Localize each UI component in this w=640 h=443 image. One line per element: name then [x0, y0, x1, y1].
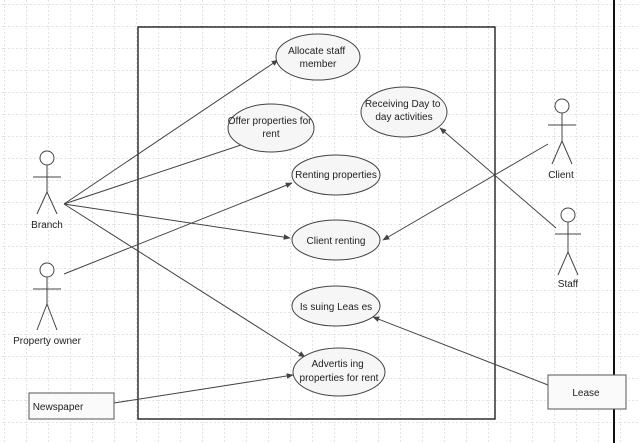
use-case-label: properties for rent — [300, 373, 379, 384]
use-case-label: Renting properties — [295, 170, 377, 181]
assoc-lease-issuing — [372, 316, 549, 386]
associations — [63, 59, 557, 404]
use-case-label: rent — [262, 129, 279, 140]
use-case-allocate-staff: Allocate staff member — [275, 33, 361, 81]
use-case-offer-properties: Offer properties for rent — [227, 103, 315, 153]
use-case-client-renting: Client renting — [291, 219, 381, 261]
actor-branch: Branch — [31, 150, 63, 231]
actor-head — [39, 150, 55, 166]
svg-text:Renting properties: Renting properties — [295, 170, 377, 181]
assoc-branch-offer — [63, 140, 254, 205]
actor-head — [560, 207, 576, 223]
use-case-label: Client renting — [307, 236, 366, 247]
box-lease: Lease — [547, 374, 627, 410]
use-case-label: member — [300, 59, 337, 70]
actor-client: Client — [548, 98, 576, 181]
svg-text:Is suing Leas es: Is suing Leas es — [300, 302, 372, 313]
svg-text:Receiving Day to day act: Receiving Day to day activities — [365, 99, 443, 123]
actor-label: Branch — [31, 220, 63, 231]
assoc-newspaper-advertising — [113, 373, 294, 404]
use-case-issuing-leases: Is suing Leas es — [291, 285, 381, 327]
assoc-branch-advertising — [63, 203, 306, 358]
assoc-staff-receiving — [439, 127, 557, 229]
actor-label: Staff — [558, 279, 579, 290]
actor-label: Property owner — [13, 336, 81, 347]
use-case-label: Receiving Day to — [365, 99, 441, 110]
assoc-client-client-renting — [382, 143, 549, 241]
use-case-label: Is suing Leas es — [300, 302, 372, 313]
box-label: Newspaper — [33, 402, 84, 413]
actor-staff: Staff — [555, 207, 581, 290]
use-case-label: Allocate staff — [288, 46, 345, 57]
use-case-advertising: Advertis ing properties for rent — [292, 347, 386, 397]
actor-head — [39, 262, 55, 278]
box-label: Lease — [572, 388, 600, 399]
use-case-receiving-day: Receiving Day to day activities — [360, 86, 448, 138]
assoc-branch-allocate — [63, 59, 279, 205]
svg-text:Advertis ing properties: Advertis ing properties for rent — [300, 359, 379, 384]
use-case-label: Advertis ing — [311, 359, 363, 370]
assoc-branch-client-renting — [63, 203, 291, 240]
actor-property-owner: Property owner — [13, 262, 82, 347]
actor-label: Client — [548, 170, 574, 181]
system-boundary — [137, 26, 496, 420]
svg-text:Allocate staff member: Allocate staff member — [288, 46, 348, 70]
use-case-renting-properties: Renting properties — [291, 154, 381, 196]
svg-text:Client renting: Client renting — [307, 236, 366, 247]
actor-head — [554, 98, 570, 114]
box-newspaper: Newspaper — [28, 392, 115, 420]
assoc-owner-renting — [63, 182, 293, 275]
use-case-label: Offer properties for — [228, 116, 312, 127]
use-case-label: day activities — [375, 112, 432, 123]
svg-text:Offer properties for ren: Offer properties for rent — [228, 116, 315, 140]
